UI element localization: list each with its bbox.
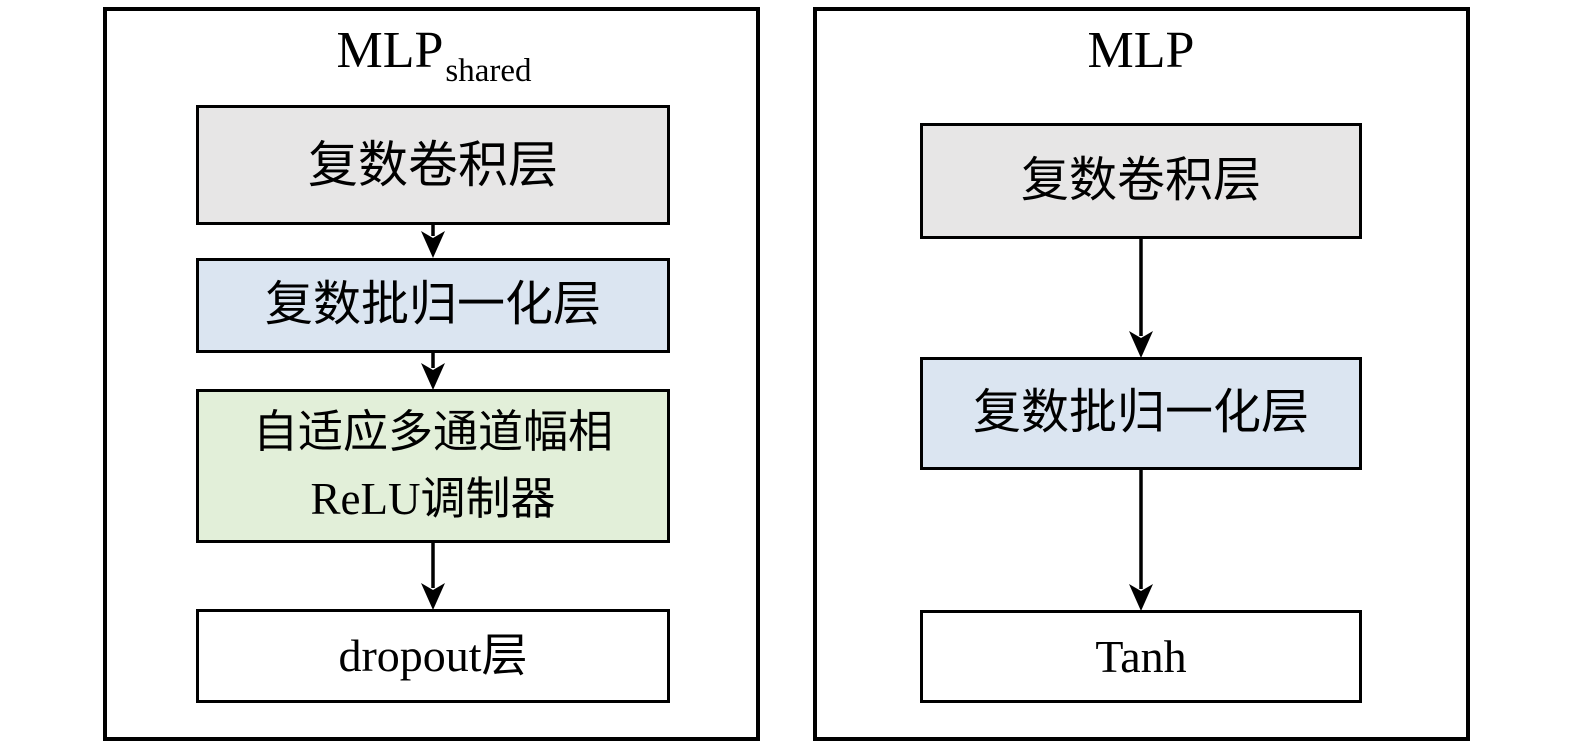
node-label: dropout层 [338, 630, 528, 682]
node-complex-batchnorm-layer-left: 复数批归一化层 [196, 258, 670, 353]
arrow-down-icon [1126, 469, 1156, 611]
arrow-down-icon [418, 542, 448, 610]
node-label: 复数卷积层 [308, 136, 558, 193]
panel-title-text: MLP [336, 22, 444, 79]
node-complex-batchnorm-layer-right: 复数批归一化层 [920, 357, 1362, 470]
node-complex-conv-layer-left: 复数卷积层 [196, 105, 670, 225]
node-label: 复数批归一化层 [264, 278, 601, 332]
panel-title-mlp: MLP [920, 22, 1362, 79]
panel-title-mlp-shared: MLPshared [196, 22, 670, 89]
node-label-line2: ReLU调制器 [310, 474, 556, 524]
node-tanh-activation: Tanh [920, 610, 1362, 703]
arrow-down-icon [1126, 238, 1156, 358]
node-label: 复数批归一化层 [972, 386, 1309, 440]
panel-title-subscript: shared [445, 53, 532, 89]
node-label-line1: 自适应多通道幅相 [252, 406, 613, 457]
panel-title-text: MLP [1087, 22, 1195, 79]
node-dropout-layer: dropout层 [196, 609, 670, 703]
arrow-down-icon [418, 224, 448, 258]
node-label: 复数卷积层 [1020, 153, 1261, 207]
node-complex-conv-layer-right: 复数卷积层 [920, 123, 1362, 239]
node-adaptive-relu-modulator: 自适应多通道幅相 ReLU调制器 [196, 389, 670, 543]
arrow-down-icon [418, 352, 448, 390]
node-label: Tanh [1095, 630, 1187, 682]
